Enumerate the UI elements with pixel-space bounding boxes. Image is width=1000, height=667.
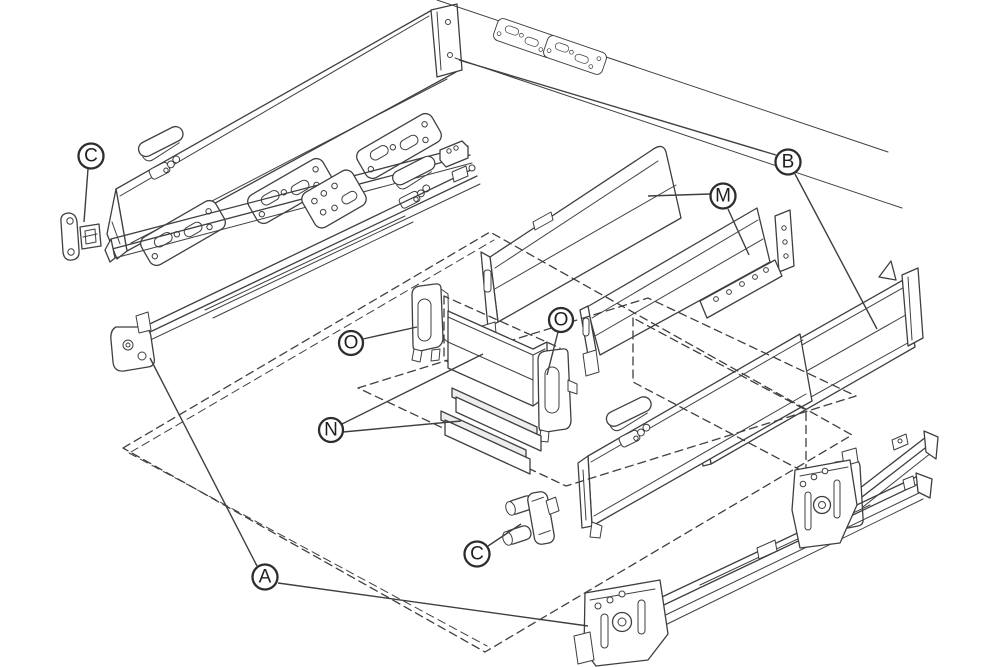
panel-corner-tab (878, 260, 897, 281)
callout-n-5: N (317, 353, 484, 444)
callout-letter: A (259, 567, 272, 588)
panel-rear-rim-bottom (454, 57, 903, 209)
bottom-flange (699, 259, 783, 319)
callout-c-6: C (463, 523, 522, 568)
callout-o-4: O (546, 306, 575, 376)
callout-leader-line (149, 357, 258, 567)
callout-circle (463, 540, 491, 568)
connector-left (60, 212, 102, 261)
corner-bracket-right (537, 348, 578, 443)
bottom-panel-phantom (122, 231, 853, 653)
left-inner-rail (104, 140, 473, 263)
panel-end-bracket (430, 3, 463, 78)
callout-circle (337, 329, 365, 357)
callout-leader-line (277, 582, 589, 627)
left-slide-rail (110, 164, 481, 372)
callout-letter: B (782, 152, 795, 173)
floating-mount-plate (301, 169, 367, 229)
callout-leader-line (487, 523, 522, 547)
callout-leader-line (727, 208, 750, 256)
bottom-angle-rails (440, 387, 542, 475)
runner-rear-bracket (791, 459, 858, 549)
callout-leader-line (458, 59, 777, 156)
callout-letter: O (344, 333, 359, 354)
callout-leader-line (647, 193, 711, 197)
runner-front-bracket (573, 579, 669, 667)
callout-o-3: O (337, 326, 418, 357)
slide-rail-right-lower (573, 459, 933, 667)
callout-c-0: C (77, 142, 105, 223)
connector-bottom (502, 491, 560, 546)
callout-layer: C B M O O N C A (77, 59, 878, 627)
callout-leader-line (794, 173, 878, 330)
callout-circle (251, 563, 279, 591)
callout-leader-line (546, 331, 559, 376)
callout-circle (709, 182, 737, 210)
side-panel-right-front (577, 333, 813, 539)
corner-bracket-left (411, 283, 450, 363)
rail-front-bracket (110, 311, 156, 372)
divider-front-panel (447, 310, 548, 407)
callout-letter: O (554, 310, 569, 331)
callout-b-1: B (458, 59, 878, 330)
callout-a-7: A (149, 357, 589, 627)
callout-letter: C (470, 544, 484, 565)
callout-letter: N (324, 420, 338, 441)
callout-circle (317, 416, 345, 444)
callout-letter: C (84, 146, 98, 167)
callout-m-2: M (647, 182, 750, 256)
callout-leader-line (83, 168, 89, 223)
callout-letter: M (715, 186, 731, 207)
callout-leader-line (342, 420, 462, 433)
callout-leader-line (362, 326, 418, 340)
callout-circle (774, 148, 802, 176)
callout-circle (77, 142, 105, 170)
callout-circle (547, 306, 575, 334)
callout-leader-line (341, 353, 484, 425)
